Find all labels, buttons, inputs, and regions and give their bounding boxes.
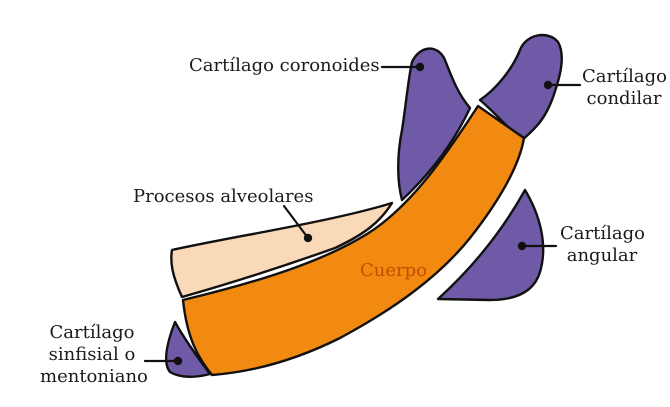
alveolar-processes-label: Procesos alveolares (133, 186, 313, 208)
symphyseal-label-line1: Cartílago (40, 322, 144, 344)
angular-leader-dot (518, 242, 526, 250)
symphyseal-label-line2: sinfisial o (40, 344, 144, 366)
angular-label-line1: Cartílago (560, 223, 644, 245)
alveolar-leader-dot (304, 234, 312, 242)
body-label: Cuerpo (360, 260, 427, 282)
angular-cartilage-label: Cartílago angular (560, 223, 644, 267)
condylar-cartilage-label: Cartílago condilar (582, 66, 666, 110)
symphyseal-leader-dot (174, 357, 182, 365)
condylar-label-line2: condilar (582, 88, 666, 110)
symphyseal-label-line3: mentoniano (40, 366, 144, 388)
condylar-label-line1: Cartílago (582, 66, 666, 88)
condylar-leader-dot (544, 81, 552, 89)
angular-label-line2: angular (560, 245, 644, 267)
symphyseal-cartilage-label: Cartílago sinfisial o mentoniano (40, 322, 144, 388)
coronoid-cartilage-label: Cartílago coronoides (189, 55, 380, 77)
coronoid-leader-dot (416, 63, 424, 71)
